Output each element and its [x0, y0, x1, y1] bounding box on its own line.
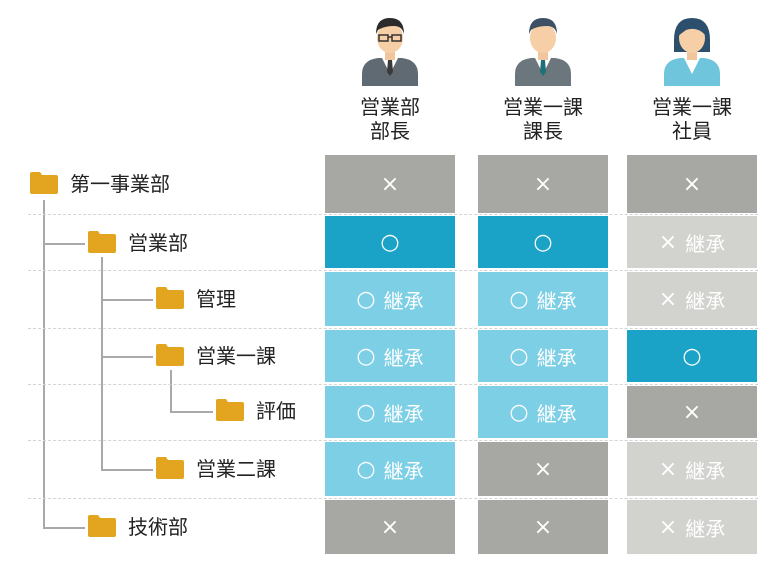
deny-symbol: ×: [658, 514, 678, 540]
permission-cell: ○ 継承: [325, 330, 455, 382]
deny-symbol: ×: [658, 456, 678, 482]
row-separator: [28, 328, 758, 329]
inherit-label: 継承: [536, 401, 577, 426]
inherit-label: 継承: [383, 458, 424, 483]
allow-symbol: ○: [509, 343, 529, 369]
allow-symbol: ○: [682, 343, 702, 369]
folder-label: 第一事業部: [70, 172, 170, 196]
permission-cell: × 継承: [627, 442, 757, 496]
permission-cell: ○: [627, 330, 757, 382]
inherit-label: 継承: [383, 401, 424, 426]
permission-cell: × 継承: [627, 272, 757, 326]
inherit-label: 継承: [536, 345, 577, 370]
inherit-label: 継承: [685, 288, 726, 313]
row-separator: [28, 498, 758, 499]
permission-cell: ○ 継承: [478, 330, 608, 382]
row-separator: [28, 214, 758, 215]
woman-avatar: [660, 12, 724, 86]
inherit-label: 継承: [383, 288, 424, 313]
allow-symbol: ○: [356, 456, 376, 482]
row-separator: [28, 440, 758, 441]
permission-cell: ○: [325, 216, 455, 268]
deny-symbol: ×: [533, 514, 553, 540]
deny-symbol: ×: [658, 229, 678, 255]
folder-icon: [88, 515, 116, 537]
allow-symbol: ○: [509, 286, 529, 312]
folder-label: 管理: [196, 287, 236, 311]
permission-cell: ○ 継承: [325, 442, 455, 496]
folder-label: 評価: [256, 399, 296, 423]
tree-connector: [43, 243, 85, 245]
row-separator: [28, 384, 758, 385]
permission-cell: × 継承: [627, 500, 757, 554]
permission-cell: ×: [627, 155, 757, 213]
allow-symbol: ○: [509, 399, 529, 425]
column-title-line1: 営業一課: [652, 95, 732, 119]
inherit-label: 継承: [685, 458, 726, 483]
permission-cell: ×: [325, 500, 455, 554]
deny-symbol: ×: [533, 171, 553, 197]
column-title-line1: 営業部: [360, 95, 420, 119]
allow-symbol: ○: [533, 229, 553, 255]
folder-label: 技術部: [128, 515, 188, 539]
tree-connector: [43, 527, 85, 529]
folder-label: 営業部: [128, 231, 188, 255]
folder-icon: [88, 231, 116, 253]
deny-symbol: ×: [658, 286, 678, 312]
tree-connector: [43, 200, 45, 527]
man-with-tie-avatar: [511, 12, 575, 86]
permission-cell: ×: [478, 155, 608, 213]
row-separator: [28, 270, 758, 271]
inherit-label: 継承: [685, 516, 726, 541]
folder-icon: [156, 344, 184, 366]
man-with-glasses-avatar: [358, 12, 422, 86]
folder-icon: [156, 457, 184, 479]
permission-cell: ○ 継承: [478, 386, 608, 438]
deny-symbol: ×: [682, 171, 702, 197]
tree-connector: [101, 469, 153, 471]
permission-cell: ×: [627, 386, 757, 438]
allow-symbol: ○: [380, 229, 400, 255]
column-title-line2: 社員: [672, 119, 712, 143]
column-title-line2: 部長: [370, 119, 410, 143]
folder-label: 営業二課: [196, 457, 276, 481]
allow-symbol: ○: [356, 399, 376, 425]
inherit-label: 継承: [536, 288, 577, 313]
folder-icon: [156, 287, 184, 309]
deny-symbol: ×: [380, 171, 400, 197]
tree-connector: [170, 370, 172, 411]
permission-cell: ○ 継承: [325, 386, 455, 438]
inherit-label: 継承: [383, 345, 424, 370]
folder-icon: [30, 172, 58, 194]
deny-symbol: ×: [533, 456, 553, 482]
permission-cell: ○: [478, 216, 608, 268]
tree-connector: [101, 356, 153, 358]
allow-symbol: ○: [356, 286, 376, 312]
permission-cell: ×: [478, 500, 608, 554]
column-title-line2: 課長: [523, 119, 563, 143]
tree-connector: [101, 257, 103, 469]
allow-symbol: ○: [356, 343, 376, 369]
permission-cell: × 継承: [627, 216, 757, 268]
deny-symbol: ×: [380, 514, 400, 540]
inherit-label: 継承: [685, 231, 726, 256]
permission-cell: ○ 継承: [325, 272, 455, 326]
folder-label: 営業一課: [196, 344, 276, 368]
permission-cell: ×: [325, 155, 455, 213]
permission-cell: ○ 継承: [478, 272, 608, 326]
column-title-line1: 営業一課: [503, 95, 583, 119]
permission-cell: ×: [478, 442, 608, 496]
tree-connector: [170, 411, 213, 413]
folder-icon: [216, 399, 244, 421]
deny-symbol: ×: [682, 399, 702, 425]
tree-connector: [101, 299, 153, 301]
